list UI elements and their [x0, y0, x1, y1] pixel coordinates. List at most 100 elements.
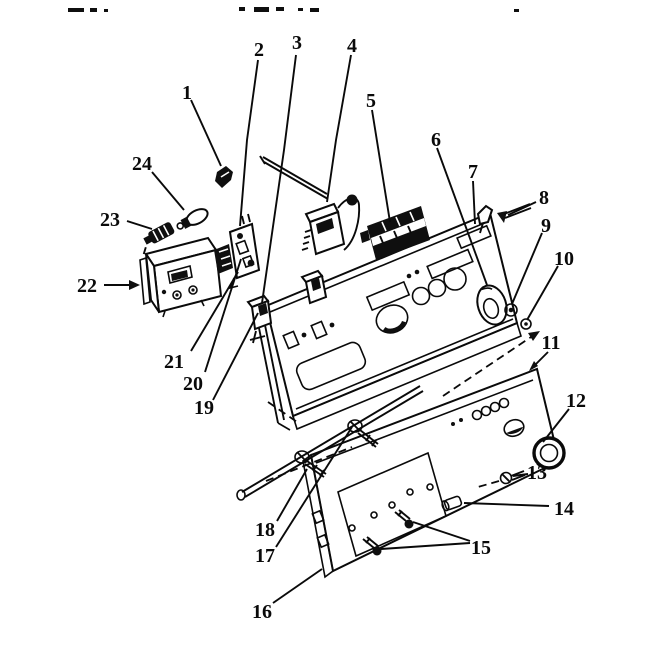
callout-13: 13 — [527, 462, 547, 484]
leader-4 — [326, 54, 352, 203]
leader-10 — [526, 265, 559, 321]
knob-skirt — [536, 459, 564, 469]
callout-10: 10 — [554, 248, 574, 270]
panel-square-hole — [310, 320, 328, 340]
screw-15 — [362, 536, 382, 556]
clock-timer — [139, 236, 223, 318]
callout-9: 9 — [541, 215, 551, 237]
callout-18: 18 — [255, 519, 275, 541]
spacer — [504, 303, 518, 317]
callout-6: 6 — [431, 129, 441, 151]
panel-top-lip — [269, 221, 488, 313]
panel-end-foot — [277, 422, 291, 431]
arrowhead — [528, 331, 540, 341]
switch-hole — [427, 278, 447, 298]
leader-2 — [239, 59, 259, 227]
mount-hole — [406, 273, 412, 279]
screw-15 — [394, 509, 414, 529]
push-switch — [300, 269, 328, 305]
leader-15a — [380, 542, 471, 550]
transformer — [301, 194, 361, 256]
leader-21 — [190, 271, 239, 352]
leader-7 — [472, 180, 476, 225]
clock-opening — [375, 304, 409, 334]
leader-12 — [542, 408, 570, 443]
leader-8 — [507, 201, 537, 216]
panel-slot — [456, 224, 492, 250]
leader-13 — [512, 473, 529, 477]
callout-7: 7 — [468, 161, 478, 183]
screw-17 — [347, 419, 379, 448]
leader-17 — [275, 426, 353, 548]
callout-2: 2 — [254, 39, 264, 61]
trim-strip — [236, 385, 424, 501]
callout-11: 11 — [542, 332, 561, 354]
corner-bracket — [476, 204, 494, 234]
leader-14 — [463, 502, 550, 507]
callout-22: 22 — [77, 275, 97, 297]
callout-labels: 1 2 3 4 5 6 7 8 9 10 11 12 13 14 15 16 1… — [77, 32, 586, 623]
panel-bottom-flange — [292, 321, 522, 431]
access-door — [337, 451, 447, 558]
panel-bottom-lip — [295, 318, 514, 410]
panel-end-channel — [255, 312, 279, 424]
panel-slot — [426, 248, 474, 280]
mount-hole — [301, 332, 307, 338]
callout-12: 12 — [566, 390, 586, 412]
callout-20: 20 — [183, 373, 203, 395]
alignment-dashes — [265, 331, 540, 482]
spacer-sleeve — [441, 495, 463, 512]
switch-hole — [411, 286, 431, 306]
lamp-socket — [142, 222, 175, 255]
leader-24 — [151, 171, 185, 211]
transformer-wire — [337, 197, 361, 251]
bulb — [176, 208, 209, 230]
callout-5: 5 — [366, 90, 376, 112]
leader-6 — [436, 147, 488, 286]
arrowhead — [129, 280, 140, 290]
mount-hole — [329, 322, 335, 328]
callout-3: 3 — [292, 32, 302, 54]
callout-16: 16 — [252, 601, 272, 623]
callout-23: 23 — [100, 209, 120, 231]
panel-large-cutout — [295, 341, 367, 391]
callout-14: 14 — [554, 498, 574, 520]
switch-hole — [443, 267, 467, 291]
leader-19 — [212, 312, 259, 401]
nut — [520, 318, 532, 330]
wire-connector — [346, 194, 358, 206]
panel-slot — [365, 280, 411, 312]
callout-1: 1 — [182, 82, 192, 104]
clock-opening-shadow — [382, 320, 406, 333]
leader-23 — [126, 220, 153, 230]
terminal-block — [360, 206, 430, 260]
callout-8: 8 — [539, 187, 549, 209]
cropped-text-remnant — [68, 7, 519, 12]
screw-8 — [497, 203, 532, 223]
leader-16 — [272, 568, 323, 604]
knob-disc — [476, 284, 508, 326]
leader-9 — [511, 232, 543, 305]
control-panel — [255, 211, 522, 431]
mount-hole — [414, 269, 420, 275]
panel-end-channel — [261, 309, 285, 421]
leader-5 — [371, 109, 391, 223]
clip — [215, 166, 233, 188]
leader-15b — [412, 521, 471, 542]
knob — [532, 436, 566, 470]
callout-19: 19 — [194, 397, 214, 419]
callout-21: 21 — [164, 351, 184, 373]
callout-15: 15 — [471, 537, 491, 559]
callout-24: 24 — [132, 153, 152, 175]
callout-4: 4 — [347, 35, 357, 57]
arrowhead — [529, 361, 538, 371]
leader-18 — [276, 468, 308, 522]
leader-1 — [190, 99, 222, 167]
switch-bracket-cluster — [214, 213, 261, 290]
leader-lines — [104, 54, 570, 604]
rod — [259, 155, 329, 200]
callout-17: 17 — [255, 545, 275, 567]
leader-3 — [261, 54, 297, 304]
